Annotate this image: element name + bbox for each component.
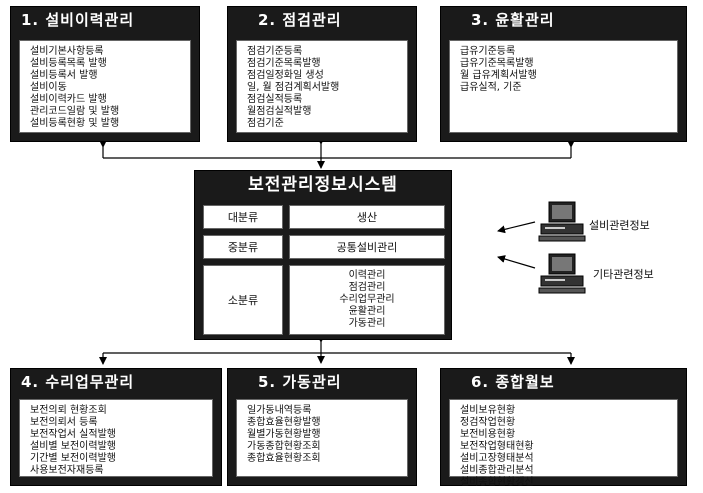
module-title: 1. 설비이력관리 <box>21 11 135 29</box>
module-title: 5. 가동관리 <box>258 373 342 391</box>
computer-icon <box>538 253 586 294</box>
list-item: 급유기준목록발행 <box>460 58 534 69</box>
list-item: 월별가동현황발행 <box>247 429 321 440</box>
module-body: 점검기준등록 점검기준목록발행 점검일정화일 생성 일, 월 점검계획서발행 점… <box>236 40 408 133</box>
list-item: 설비기본사항등록 <box>30 46 104 57</box>
module-operation: 5. 가동관리 일가동내역등록 종합효율현황발행 월별가동현황발행 가동종합현황… <box>227 368 417 486</box>
list-item: 급유기준등록 <box>460 46 516 57</box>
equipment-info-arrow <box>497 221 536 234</box>
list-item: 점검관리 <box>348 282 386 293</box>
list-item: 설비종합현황갱신 <box>460 477 534 488</box>
major-category-label: 대분류 <box>203 205 283 229</box>
module-body: 일가동내역등록 종합효율현황발행 월별가동현황발행 가동종합현황조회 종합효율현… <box>236 399 408 477</box>
list-item: 설비등록서 발행 <box>30 70 98 81</box>
minor-category-list: 이력관리 점검관리 수리업무관리 윤활관리 가동관리 <box>289 265 445 335</box>
middle-category-label: 중분류 <box>203 235 283 259</box>
module-body: 보전의뢰 현황조회 보전의뢰서 등록 보전작업서 실적발행 설비별 보전이력발행… <box>19 399 213 477</box>
list-item: 관리코드일람 및 발행 <box>30 106 120 117</box>
module-lubrication: 3. 윤활관리 급유기준등록 급유기준목록발행 월 급유계획서발행 급유실적, … <box>440 6 687 142</box>
list-item: 종합효율현황조회 <box>247 453 321 464</box>
module-title: 6. 종합월보 <box>471 373 555 391</box>
list-item: 가동관리 <box>348 318 386 329</box>
module-inspection: 2. 점검관리 점검기준등록 점검기준목록발행 점검일정화일 생성 일, 월 점… <box>227 6 417 142</box>
module-report: 6. 종합월보 설비보유현황 정검작업현황 보전비용현황 보전작업형태현황 설비… <box>440 368 687 488</box>
list-item: 기간별 보전이력발행 <box>30 453 116 464</box>
list-item: 사용보전자재등록 <box>30 465 104 476</box>
major-category-value: 생산 <box>289 205 445 229</box>
list-item: 설비종합관리분석 <box>460 465 534 476</box>
list-item: 보전비용현황 <box>460 429 516 440</box>
equipment-info-label: 설비관련정보 <box>589 219 650 232</box>
module-body: 급유기준등록 급유기준목록발행 월 급유계획서발행 급유실적, 기준 <box>449 40 678 133</box>
module-repair: 4. 수리업무관리 보전의뢰 현황조회 보전의뢰서 등록 보전작업서 실적발행 … <box>10 368 222 486</box>
module-body: 설비보유현황 정검작업현황 보전비용현황 보전작업형태현황 설비고장형태분석 설… <box>449 399 678 488</box>
list-item: 점검기준등록 <box>247 46 303 57</box>
list-item: 윤활관리 <box>348 306 386 317</box>
list-item: 설비이력카드 발행 <box>30 94 107 105</box>
module-equipment-history: 1. 설비이력관리 설비기본사항등록 설비등록목록 발행 설비등록서 발행 설비… <box>10 6 200 142</box>
list-item: 보전작업형태현황 <box>460 441 534 452</box>
list-item: 설비이동 <box>30 82 67 93</box>
list-item: 점검일정화일 생성 <box>247 70 324 81</box>
list-item: 설비등록목록 발행 <box>30 58 107 69</box>
list-item: 설비고장형태분석 <box>460 453 534 464</box>
other-info-label: 기타관련정보 <box>593 268 654 281</box>
list-item: 보전의뢰 현황조회 <box>30 405 107 416</box>
top-connector <box>99 137 575 169</box>
list-item: 설비보유현황 <box>460 405 516 416</box>
system-box: 보전관리정보시스템 대분류 생산 중분류 공통설비관리 소분류 이력관리 점검관… <box>194 170 452 340</box>
list-item: 점검기준목록발행 <box>247 58 321 69</box>
other-info-arrow <box>497 255 536 269</box>
list-item: 보전작업서 실적발행 <box>30 429 116 440</box>
module-body: 설비기본사항등록 설비등록목록 발행 설비등록서 발행 설비이동 설비이력카드 … <box>19 40 191 133</box>
list-item: 점검실적등록 <box>247 94 303 105</box>
list-item: 보전의뢰서 등록 <box>30 417 98 428</box>
list-item: 일가동내역등록 <box>247 405 312 416</box>
list-item: 설비별 보전이력발행 <box>30 441 116 452</box>
middle-category-value: 공통설비관리 <box>289 235 445 259</box>
list-item: 일, 월 점검계획서발행 <box>247 82 340 93</box>
module-title: 3. 윤활관리 <box>471 11 555 29</box>
list-item: 수리업무관리 <box>339 294 395 305</box>
bottom-connector <box>99 335 575 365</box>
minor-category-label: 소분류 <box>203 265 283 335</box>
computer-icon <box>538 201 586 242</box>
list-item: 정검작업현황 <box>460 417 516 428</box>
list-item: 가동종합현황조회 <box>247 441 321 452</box>
list-item: 이력관리 <box>348 270 386 281</box>
module-title: 2. 점검관리 <box>258 11 342 29</box>
module-title: 4. 수리업무관리 <box>21 373 135 391</box>
list-item: 설비등록현황 및 발행 <box>30 118 120 129</box>
list-item: 월 급유계획서발행 <box>460 70 537 81</box>
list-item: 점검기준 <box>247 118 284 129</box>
list-item: 종합효율현황발행 <box>247 417 321 428</box>
system-title: 보전관리정보시스템 <box>248 175 398 195</box>
list-item: 월점검실적발행 <box>247 106 312 117</box>
list-item: 급유실적, 기준 <box>460 82 522 93</box>
